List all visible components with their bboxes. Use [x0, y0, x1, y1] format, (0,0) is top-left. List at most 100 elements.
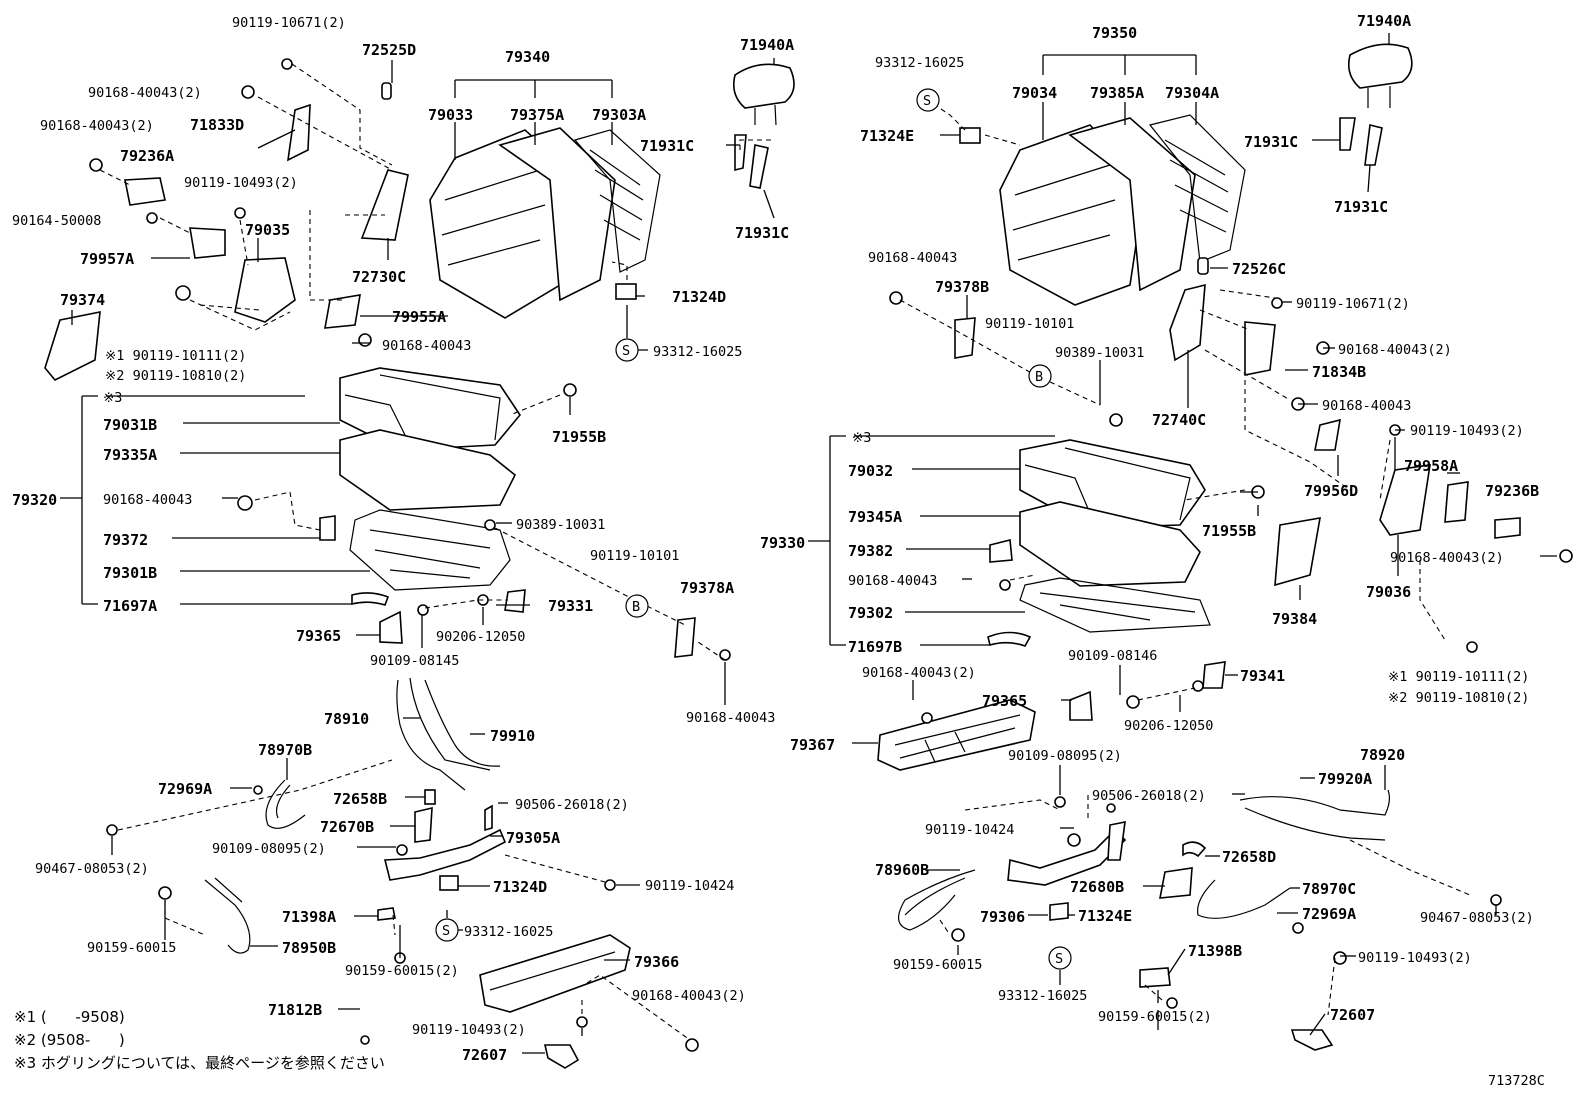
footnote-3: ※3 ホグリングについては、最終ページを参照ください — [14, 1054, 385, 1072]
part-label: 72607 — [1330, 1006, 1375, 1024]
part-label: ※1 90119-10111(2) — [105, 348, 246, 364]
part-label: 72670B — [320, 818, 374, 836]
part-label: 90119-10101 — [985, 316, 1074, 332]
part-label: 90506-26018(2) — [1092, 788, 1206, 804]
part-label: 90168-40043 — [686, 710, 775, 726]
part-label: 90109-08095(2) — [212, 841, 326, 857]
part-label: 71324D — [493, 878, 547, 896]
part-label: ※1 90119-10111(2) — [1388, 669, 1529, 685]
left-fasteners — [89, 58, 731, 1052]
part-label: 79365 — [296, 627, 341, 645]
left-lower-parts — [204, 589, 696, 1069]
part-label: 90159-60015 — [893, 957, 982, 973]
part-label: 90206-12050 — [436, 629, 525, 645]
part-label: 79367 — [790, 736, 835, 754]
part-label: 90168-40043 — [848, 573, 937, 589]
part-label: 79956D — [1304, 482, 1358, 500]
right-seatback-assembly — [999, 114, 1246, 306]
dashed-guide-lines — [99, 63, 1471, 1041]
part-label: 79375A — [510, 106, 564, 124]
part-label: 90168-40043(2) — [1390, 550, 1504, 566]
left-hinge-brackets — [44, 82, 409, 381]
part-label: 79302 — [848, 604, 893, 622]
part-label: 72658B — [333, 790, 387, 808]
part-label: 71697A — [103, 597, 157, 615]
part-label: 79304A — [1165, 84, 1219, 102]
part-label: 90159-60015 — [87, 940, 176, 956]
part-label: 79345A — [848, 508, 902, 526]
part-label: 90119-10493(2) — [1358, 950, 1472, 966]
part-label: 90164-50008 — [12, 213, 101, 229]
left-headrest-71940a — [732, 63, 795, 126]
left-headrest-guides-71931c — [734, 134, 769, 189]
s-marker: S — [923, 93, 931, 109]
left-seatback-assembly — [429, 127, 661, 319]
s-marker: S — [1055, 951, 1063, 967]
s-marker: S — [442, 923, 450, 939]
part-label: 93312-16025 — [653, 344, 742, 360]
part-label: 79958A — [1404, 457, 1458, 475]
part-label: 79910 — [490, 727, 535, 745]
part-label: 72526C — [1232, 260, 1286, 278]
part-label: 90119-10493(2) — [184, 175, 298, 191]
part-label: 79331 — [548, 597, 593, 615]
right-lower-parts — [877, 661, 1391, 1051]
part-label: 93312-16025 — [464, 924, 553, 940]
leader-lines — [60, 33, 1557, 1054]
part-label: 90168-40043 — [103, 492, 192, 508]
part-label: 72730C — [352, 268, 406, 286]
part-label: 71931C — [640, 137, 694, 155]
part-label: 71324E — [1078, 907, 1132, 925]
part-label: 79031B — [103, 416, 157, 434]
b-marker: B — [632, 599, 640, 615]
part-label: 90168-40043(2) — [632, 988, 746, 1004]
part-label: 90467-08053(2) — [1420, 910, 1534, 926]
part-label: 90389-10031 — [516, 517, 605, 533]
part-label: 90119-10493(2) — [412, 1022, 526, 1038]
part-label: 79034 — [1012, 84, 1057, 102]
part-label: 90168-40043 — [1322, 398, 1411, 414]
part-label: 90119-10424 — [925, 822, 1014, 838]
part-label: 79372 — [103, 531, 148, 549]
right-part-labels: 79350 71940A 93312-16025 79034 79385A 79… — [760, 12, 1539, 1025]
part-label: 79385A — [1090, 84, 1144, 102]
part-label: 90506-26018(2) — [515, 797, 629, 813]
part-label: 71324E — [860, 127, 914, 145]
footnote-2: ※2 (9508- ) — [14, 1031, 125, 1049]
part-label: 79350 — [1092, 24, 1137, 42]
part-label: 90467-08053(2) — [35, 861, 149, 877]
part-label: 79955A — [392, 308, 446, 326]
part-label: 78960B — [875, 861, 929, 879]
part-label: 79301B — [103, 564, 157, 582]
part-label: 79378A — [680, 579, 734, 597]
part-label: 90109-08095(2) — [1008, 748, 1122, 764]
part-label: 79920A — [1318, 770, 1372, 788]
part-label: 90119-10671(2) — [232, 15, 346, 31]
circle-markers: S S S S B B — [435, 88, 1072, 970]
part-label: 71931C — [1334, 198, 1388, 216]
part-label: 72680B — [1070, 878, 1124, 896]
left-seat-cushion-assembly — [319, 367, 521, 606]
part-label: 79303A — [592, 106, 646, 124]
part-label: 71398B — [1188, 942, 1242, 960]
part-label: 72658D — [1222, 848, 1276, 866]
part-label: 90109-08145 — [370, 653, 459, 669]
right-seat-cushion-assembly — [987, 439, 1211, 647]
part-label: 79305A — [506, 829, 560, 847]
part-label: 90159-60015(2) — [345, 963, 459, 979]
part-label: 71834B — [1312, 363, 1366, 381]
part-label: 79035 — [245, 221, 290, 239]
part-label: 71940A — [740, 36, 794, 54]
part-label: 71940A — [1357, 12, 1411, 30]
part-label: 78920 — [1360, 746, 1405, 764]
part-label: 90168-40043 — [868, 250, 957, 266]
part-label: 79236A — [120, 147, 174, 165]
part-label: 90168-40043(2) — [1338, 342, 1452, 358]
part-label: 71398A — [282, 908, 336, 926]
part-label: 79306 — [980, 908, 1025, 926]
b-marker: B — [1035, 369, 1043, 385]
part-label: 90389-10031 — [1055, 345, 1144, 361]
part-label: 79330 — [760, 534, 805, 552]
